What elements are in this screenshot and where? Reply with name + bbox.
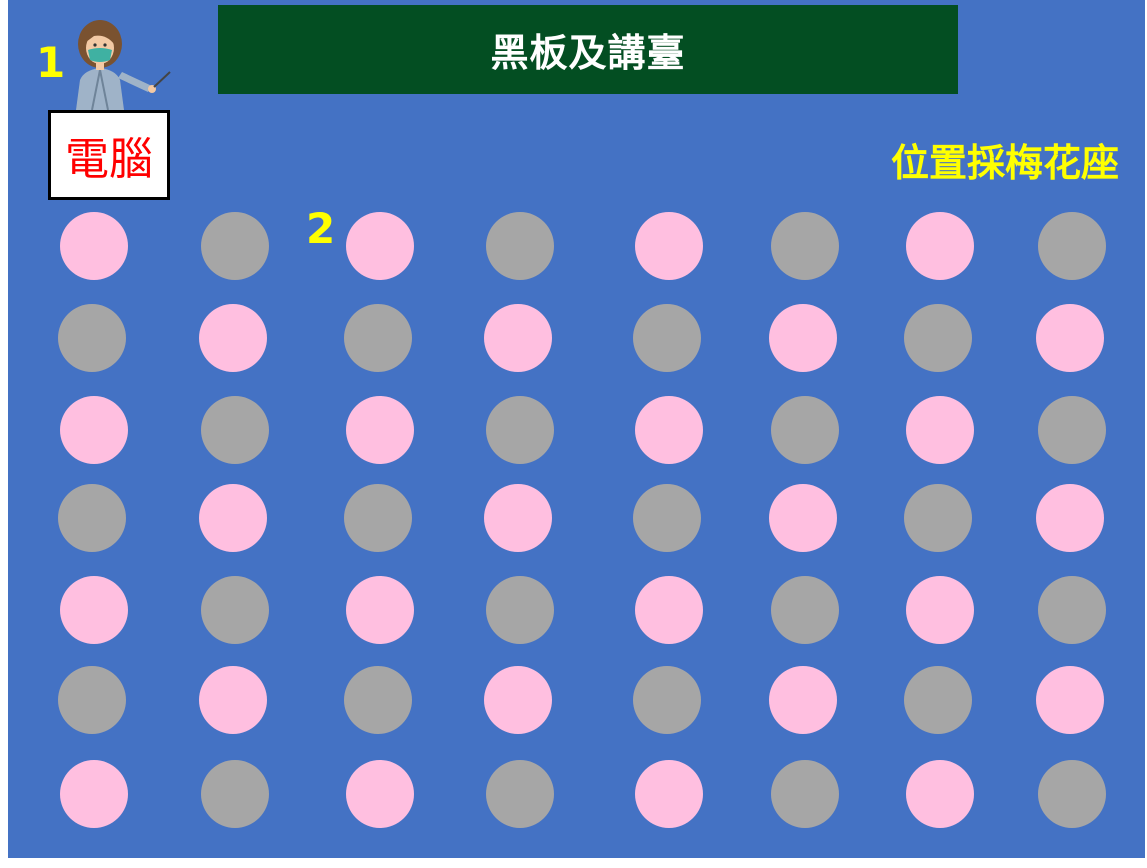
seat-pink	[635, 760, 703, 828]
seat-pink	[635, 576, 703, 644]
seat-gray	[1038, 760, 1106, 828]
seat-pink	[346, 212, 414, 280]
seat-gray	[633, 666, 701, 734]
seat-pink	[1036, 666, 1104, 734]
seat-gray	[344, 304, 412, 372]
seat-gray	[201, 576, 269, 644]
seat-pink	[635, 396, 703, 464]
seat-gray	[58, 484, 126, 552]
seat-gray	[904, 666, 972, 734]
seat-gray	[771, 396, 839, 464]
seat-pink	[906, 396, 974, 464]
seat-gray	[58, 666, 126, 734]
seat-pink	[906, 212, 974, 280]
seat-pink	[346, 760, 414, 828]
seat-gray	[1038, 576, 1106, 644]
seat-gray	[633, 484, 701, 552]
seat-pink	[346, 396, 414, 464]
computer-label: 電腦	[65, 134, 153, 185]
seat-gray	[904, 304, 972, 372]
seat-pink	[906, 576, 974, 644]
seat-gray	[1038, 212, 1106, 280]
seat-gray	[771, 760, 839, 828]
seat-pink	[906, 760, 974, 828]
seat-pink	[769, 666, 837, 734]
seat-pink	[484, 484, 552, 552]
seat-pink	[199, 304, 267, 372]
seat-pink	[769, 304, 837, 372]
seat-gray	[201, 396, 269, 464]
blackboard-podium: 黑板及講臺	[218, 5, 958, 94]
seat-pink	[60, 396, 128, 464]
seat-pink	[60, 212, 128, 280]
seat-pink	[1036, 304, 1104, 372]
seat-gray	[633, 304, 701, 372]
seat-gray	[58, 304, 126, 372]
seat-pink	[199, 484, 267, 552]
seat-gray	[344, 666, 412, 734]
seat-gray	[201, 760, 269, 828]
seat-pink	[60, 576, 128, 644]
seat-pink	[484, 666, 552, 734]
seat-gray	[486, 576, 554, 644]
arrangement-note: 位置採梅花座	[890, 141, 1119, 185]
seat-gray	[771, 212, 839, 280]
seat-gray	[344, 484, 412, 552]
marker-2: 2	[306, 204, 336, 253]
seat-pink	[769, 484, 837, 552]
seat-pink	[635, 212, 703, 280]
seat-gray	[904, 484, 972, 552]
marker-1: 1	[36, 38, 66, 87]
seat-pink	[346, 576, 414, 644]
computer-station: 電腦	[48, 110, 170, 200]
seat-gray	[1038, 396, 1106, 464]
seat-gray	[201, 212, 269, 280]
blackboard-label: 黑板及講臺	[490, 31, 686, 75]
teacher-icon	[76, 20, 171, 110]
seat-gray	[486, 212, 554, 280]
seat-gray	[771, 576, 839, 644]
seat-pink	[1036, 484, 1104, 552]
seat-pink	[199, 666, 267, 734]
seat-pink	[484, 304, 552, 372]
seat-gray	[486, 760, 554, 828]
seat-pink	[60, 760, 128, 828]
seat-gray	[486, 396, 554, 464]
classroom-layout	[8, 0, 1145, 858]
